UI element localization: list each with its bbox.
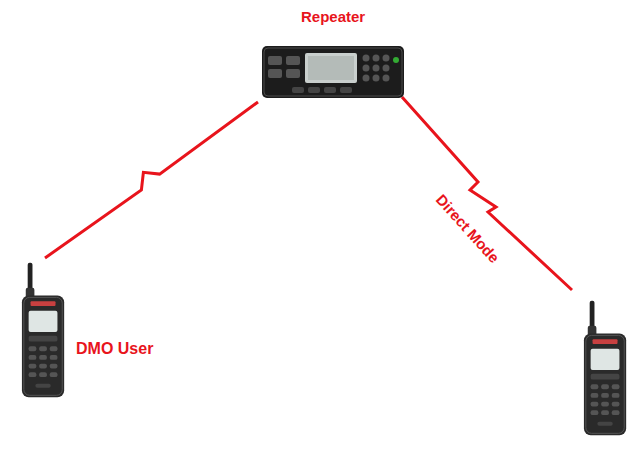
radio-node: DMO User bbox=[18, 258, 170, 404]
radio-handset bbox=[584, 301, 626, 435]
link-label: Direct Mode bbox=[433, 191, 503, 266]
radio-handset bbox=[20, 260, 68, 402]
radio-link bbox=[402, 97, 572, 290]
radio-link bbox=[45, 102, 258, 258]
repeater-device bbox=[262, 46, 404, 98]
device-label: Repeater bbox=[301, 8, 365, 25]
device-label: DMO User bbox=[76, 340, 153, 358]
repeater-node: Repeater bbox=[258, 4, 408, 102]
